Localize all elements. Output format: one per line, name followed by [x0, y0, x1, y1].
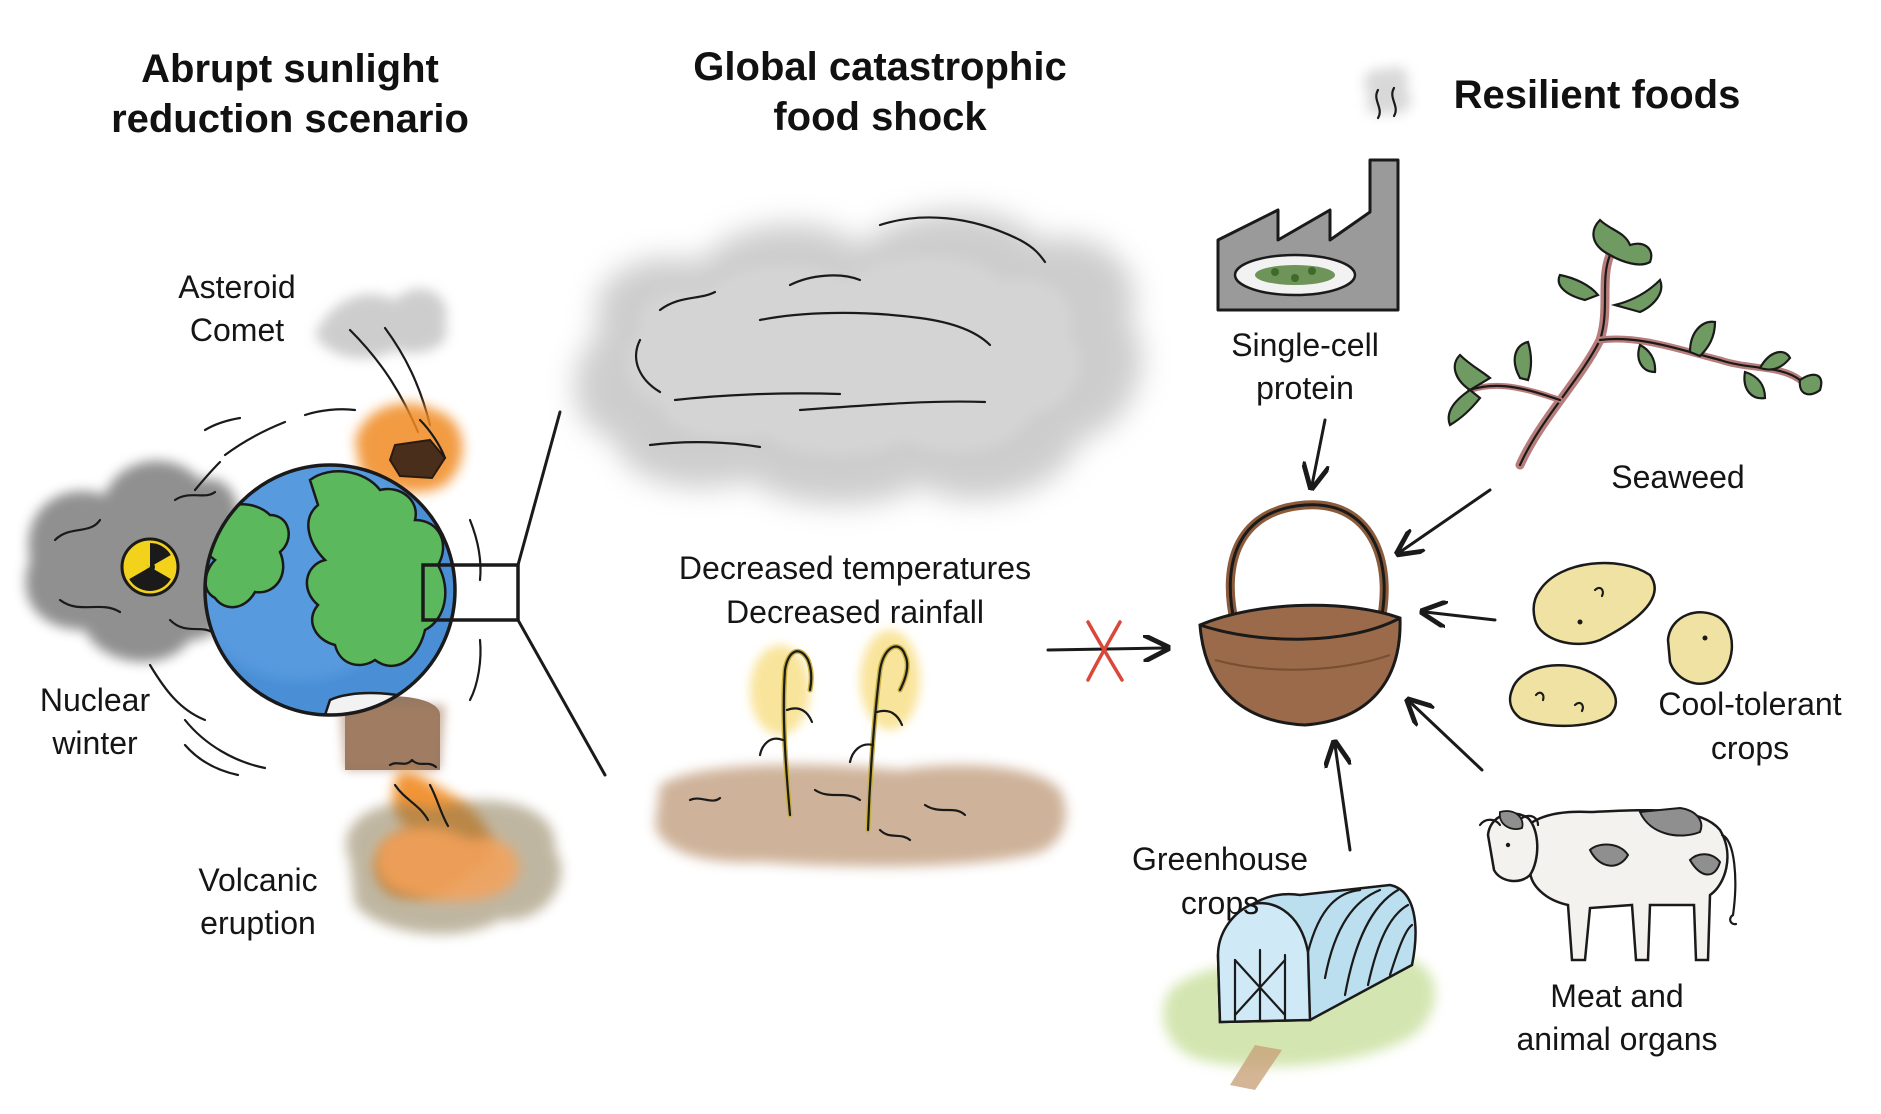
factory-icon — [1216, 66, 1412, 312]
volcano-icon — [340, 696, 562, 935]
asteroid-icon — [315, 288, 463, 493]
blocked-arrow — [1046, 620, 1165, 682]
label-asteroid-comet: Asteroid Comet — [178, 269, 295, 348]
basket-icon — [1198, 500, 1402, 727]
heading-shock-line-1: Global catastrophic — [693, 45, 1066, 89]
label-nuclear: Nuclear — [40, 682, 151, 718]
arrow-single-cell-to-basket — [1312, 418, 1325, 485]
label-volcanic: Volcanic — [198, 862, 317, 898]
heading-shock-line-2: food shock — [773, 95, 987, 139]
arrow-seaweed-to-basket — [1400, 488, 1492, 552]
label-decreased-rainfall: Decreased rainfall — [726, 594, 984, 630]
label-crops-cool: crops — [1711, 730, 1789, 766]
label-seaweed: Seaweed — [1611, 459, 1744, 495]
label-greenhouse: Greenhouse — [1132, 841, 1308, 877]
label-greenhouse-crops: Greenhouse crops — [1132, 841, 1308, 921]
label-meat-animal-organs: Meat and animal organs — [1517, 978, 1718, 1057]
nuclear-radiation-icon — [120, 537, 180, 597]
greenhouse-icon — [1163, 883, 1436, 1090]
label-protein: protein — [1256, 370, 1354, 406]
label-eruption: eruption — [200, 905, 316, 941]
label-asteroid: Asteroid — [178, 269, 295, 305]
seaweed-icon — [1447, 218, 1823, 470]
cow-icon — [1478, 806, 1738, 962]
label-comet: Comet — [190, 312, 284, 348]
arrow-potato-to-basket — [1425, 612, 1497, 620]
label-animal-organs: animal organs — [1517, 1021, 1718, 1057]
arrow-cow-to-basket — [1410, 702, 1484, 772]
cloud-icon — [574, 210, 1142, 506]
label-single-cell: Single-cell — [1231, 327, 1379, 363]
label-crops-greenhouse: crops — [1181, 885, 1259, 921]
zoom-connector — [421, 410, 607, 777]
label-nuclear-winter: Nuclear winter — [40, 682, 151, 761]
label-cool-tolerant-crops: Cool-tolerant crops — [1658, 686, 1841, 766]
label-single-cell-protein: Single-cell protein — [1231, 327, 1379, 406]
effects-text: Decreased temperatures Decreased rainfal… — [679, 550, 1031, 630]
earth-globe-icon — [203, 463, 457, 717]
potato-icon — [1508, 561, 1734, 728]
wilted-crops-icon — [655, 630, 1066, 867]
atmosphere-swirls — [148, 408, 482, 777]
heading-shock: Global catastrophic food shock — [693, 45, 1066, 139]
label-cool-tolerant: Cool-tolerant — [1658, 686, 1841, 722]
arrow-greenhouse-to-basket — [1335, 745, 1352, 852]
heading-scenario-line-2: reduction scenario — [111, 97, 469, 141]
label-winter: winter — [51, 725, 138, 761]
heading-scenario: Abrupt sunlight reduction scenario — [111, 47, 469, 141]
heading-resilient-foods: Resilient foods — [1454, 73, 1741, 117]
label-meat-and: Meat and — [1550, 978, 1683, 1014]
label-decreased-temperatures: Decreased temperatures — [679, 550, 1031, 586]
heading-scenario-line-1: Abrupt sunlight — [141, 47, 439, 91]
label-volcanic-eruption: Volcanic eruption — [198, 862, 317, 941]
